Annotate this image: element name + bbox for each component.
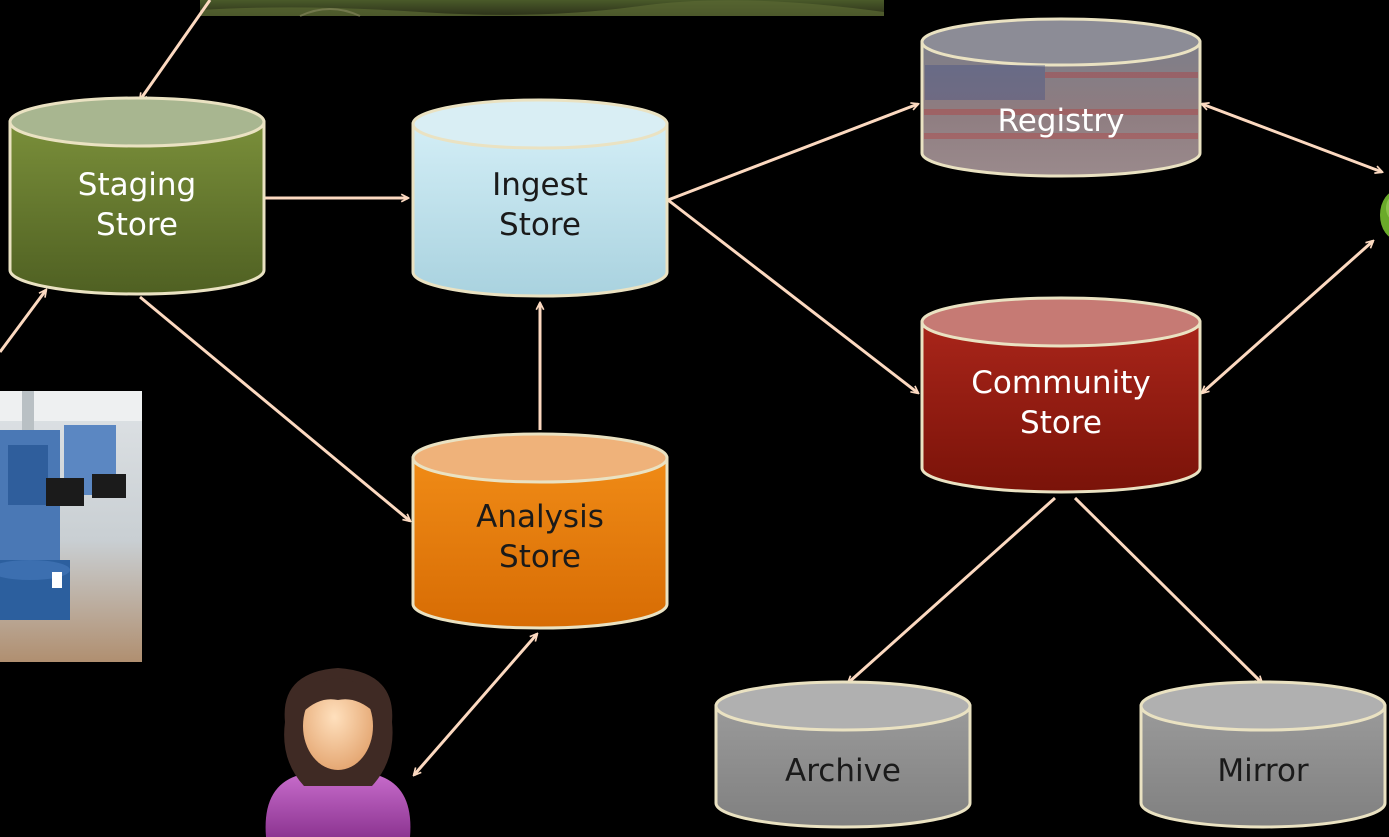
arrow-community-globe (1202, 241, 1373, 393)
archive-cylinder (714, 680, 972, 829)
registry-cylinder (920, 17, 1202, 178)
arrow-lab-to-staging (0, 290, 46, 353)
connection-arrows (0, 0, 1382, 775)
arrow-user-analysis (414, 634, 537, 775)
globe-icon (1380, 193, 1389, 237)
arrow-photo-to-staging (140, 0, 212, 100)
arrow-staging-to-analysis (139, 295, 410, 521)
arrow-ingest-to-registry (667, 104, 918, 202)
sequencing-lab-photo (0, 391, 142, 662)
landscape-photo (200, 0, 884, 17)
arrow-community-to-archive (848, 496, 1056, 683)
person-icon (265, 668, 411, 837)
community-store-cylinder (920, 296, 1202, 494)
analysis-store-cylinder (411, 432, 669, 630)
ingest-store-cylinder (411, 98, 669, 298)
arrow-registry-globe (1202, 104, 1382, 172)
arrow-community-to-mirror (1073, 496, 1262, 683)
staging-store-cylinder (8, 96, 266, 296)
mirror-cylinder (1139, 680, 1387, 829)
arrow-ingest-to-community (667, 198, 918, 393)
